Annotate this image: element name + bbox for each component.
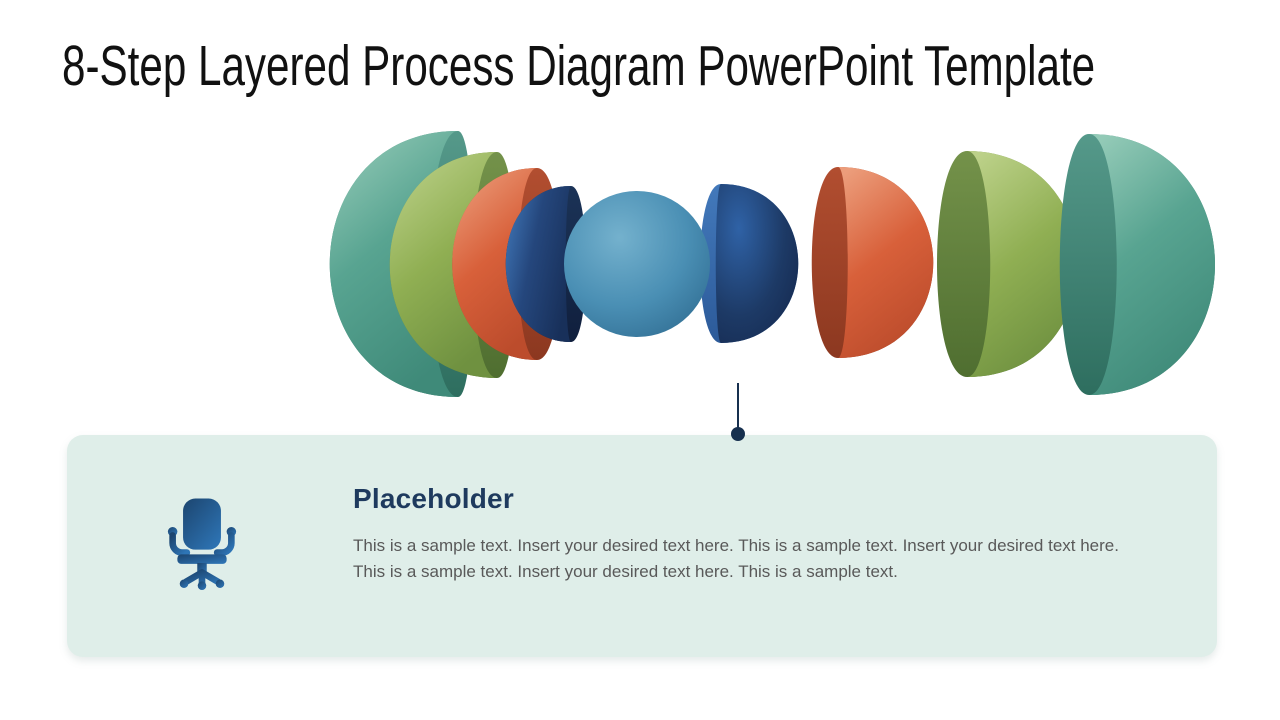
placeholder-card: Placeholder This is a sample text. Inser…: [67, 435, 1217, 657]
step-slice-8-right-teal: [1059, 134, 1215, 395]
step-slice-7-right-green: [937, 151, 1078, 377]
step-slice-5-right-blue: [700, 184, 799, 343]
card-body-text: This is a sample text. Insert your desir…: [353, 536, 1119, 581]
step-slice-1-left-teal: [329, 131, 474, 397]
card-text-block: Placeholder This is a sample text. Inser…: [353, 483, 1143, 585]
card-heading: Placeholder: [353, 483, 514, 514]
step-slice-2-left-green: [389, 152, 516, 378]
step-slice-6-right-orange: [811, 167, 934, 358]
step-slice-3-left-orange: [452, 168, 561, 360]
office-chair-icon: [167, 498, 237, 590]
step-slice-4-left-blue: [505, 186, 586, 342]
slide-title: 8-Step Layered Process Diagram PowerPoin…: [62, 34, 1096, 98]
diagram-core-sphere: [564, 191, 710, 337]
